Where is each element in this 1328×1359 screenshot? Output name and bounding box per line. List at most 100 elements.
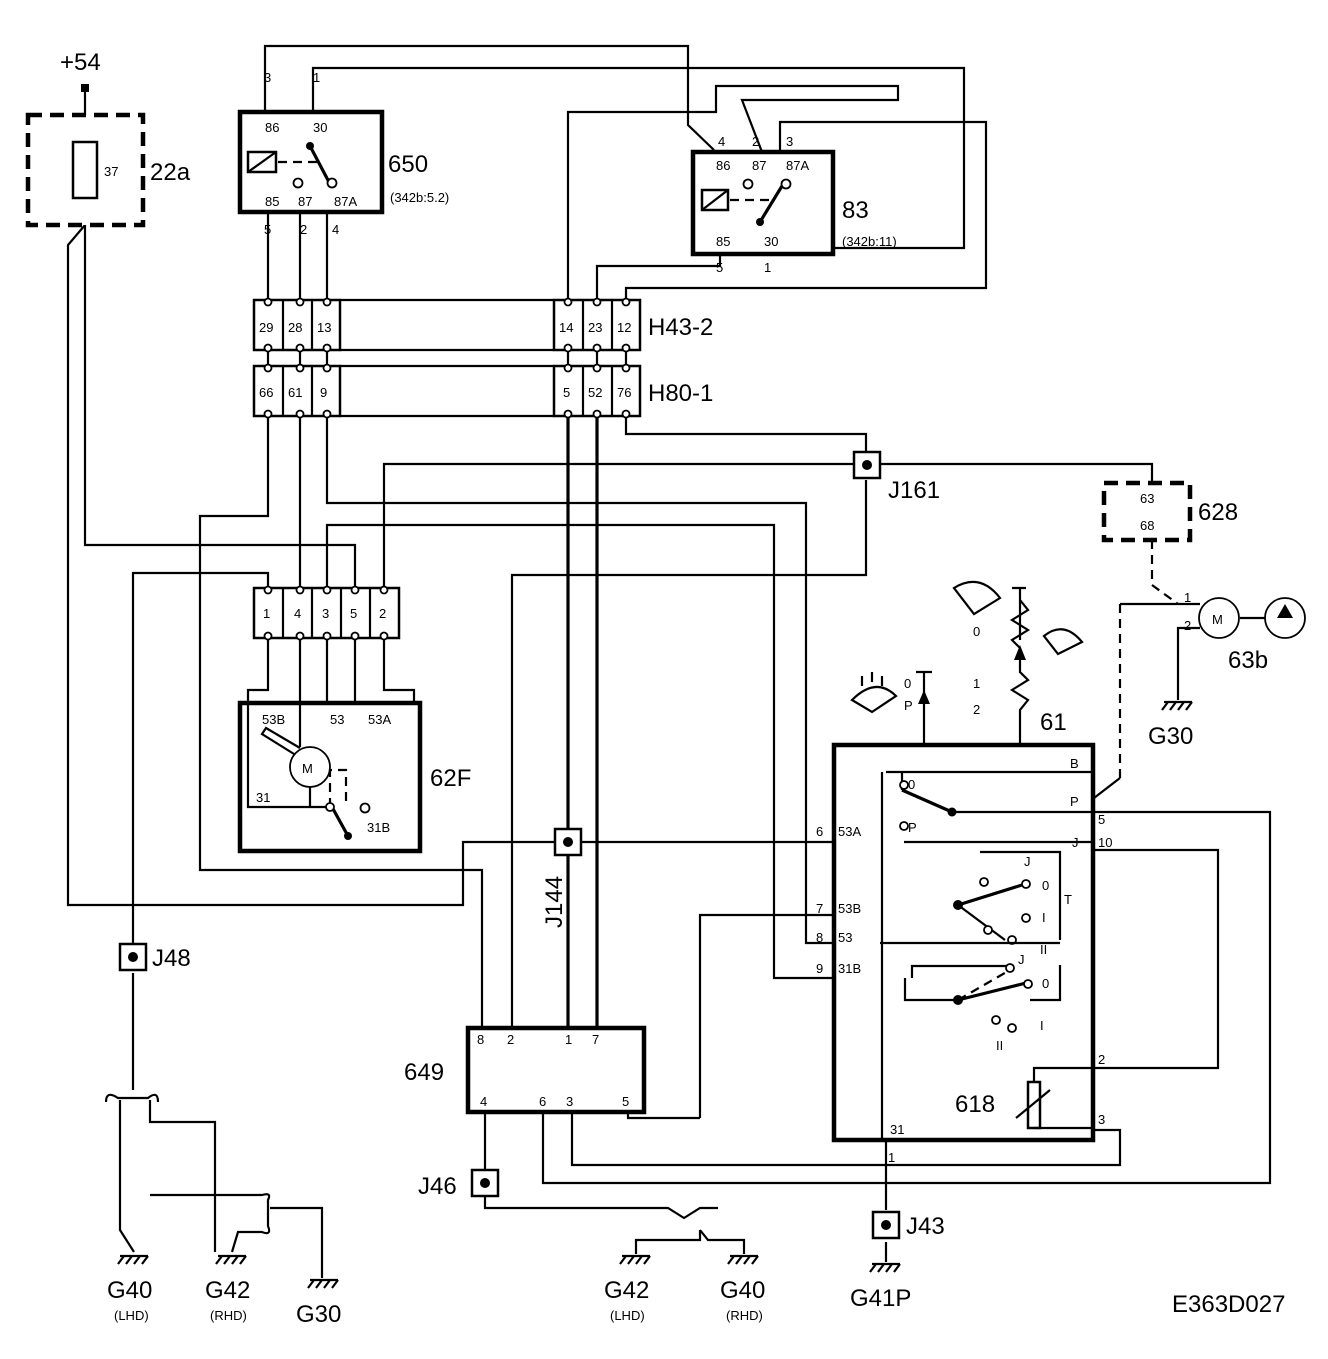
fuse-22a: +54 37 22a	[25, 49, 191, 228]
svg-text:1: 1	[565, 1032, 572, 1047]
h43-label: H43-2	[648, 314, 713, 341]
svg-text:53B: 53B	[838, 901, 861, 916]
svg-text:J144: J144	[541, 876, 568, 928]
wiper-fast-icon	[1042, 628, 1084, 656]
svg-text:II: II	[1040, 942, 1047, 957]
svg-text:0: 0	[904, 676, 911, 691]
junction-j161: J161	[852, 450, 940, 504]
switch-61-label: 61	[1040, 709, 1067, 736]
svg-text:G30: G30	[1148, 723, 1193, 750]
relay-650-label: 650	[388, 151, 428, 178]
junction-j144: J144	[541, 827, 583, 928]
svg-text:4: 4	[718, 134, 725, 149]
pump-63b-label: 63b	[1228, 647, 1268, 674]
ground-labels: G40 (LHD) G42 (RHD) G30 G42 (LHD) G40 (R…	[107, 723, 1193, 1328]
svg-text:G41P: G41P	[850, 1285, 911, 1312]
svg-text:8: 8	[816, 930, 823, 945]
svg-text:J48: J48	[152, 945, 191, 972]
module-628-label: 628	[1198, 499, 1238, 526]
svg-text:(342b:11): (342b:11)	[842, 234, 897, 249]
svg-text:87: 87	[752, 158, 766, 173]
svg-text:0: 0	[973, 624, 980, 639]
svg-text:66: 66	[259, 385, 273, 400]
connector-motor: 1 4 3 5 2	[252, 585, 401, 641]
fuse-label: 22a	[150, 159, 191, 186]
svg-text:13: 13	[317, 320, 331, 335]
svg-text:G42: G42	[604, 1277, 649, 1304]
svg-text:G40: G40	[720, 1277, 765, 1304]
svg-text:76: 76	[617, 385, 631, 400]
svg-text:I: I	[1040, 1018, 1044, 1033]
svg-text:0: 0	[1042, 878, 1049, 893]
svg-text:I: I	[1042, 910, 1046, 925]
svg-text:86: 86	[265, 120, 279, 135]
svg-text:3: 3	[1098, 1112, 1105, 1127]
svg-text:0: 0	[908, 777, 915, 792]
svg-text:P: P	[1070, 794, 1079, 809]
svg-text:P: P	[904, 698, 913, 713]
svg-text:53A: 53A	[838, 824, 861, 839]
svg-text:31: 31	[890, 1122, 904, 1137]
wiper-icon	[952, 580, 1002, 616]
drawing-id: E363D027	[1172, 1291, 1285, 1318]
svg-text:2: 2	[1098, 1052, 1105, 1067]
svg-text:6: 6	[539, 1094, 546, 1109]
svg-text:2: 2	[973, 702, 980, 717]
module-649: 8 2 1 7 4 6 3 5 649	[404, 1025, 647, 1115]
svg-text:29: 29	[259, 320, 273, 335]
svg-text:(RHD): (RHD)	[726, 1308, 763, 1323]
svg-text:(RHD): (RHD)	[210, 1308, 247, 1323]
svg-text:1: 1	[263, 606, 270, 621]
svg-text:86: 86	[716, 158, 730, 173]
svg-text:85: 85	[265, 194, 279, 209]
svg-text:5: 5	[716, 260, 723, 275]
svg-text:1: 1	[973, 676, 980, 691]
svg-text:(342b:5.2): (342b:5.2)	[390, 190, 449, 205]
pump-63b: M 1 2 63b	[1184, 590, 1306, 674]
svg-text:23: 23	[588, 320, 602, 335]
svg-text:7: 7	[816, 901, 823, 916]
svg-text:8: 8	[477, 1032, 484, 1047]
supply-label: +54	[60, 49, 101, 76]
svg-text:52: 52	[588, 385, 602, 400]
relay-83: 86 87 87A 85 30 4 2 3 5 1 83 (342b:11)	[690, 134, 897, 275]
module-628: 63 68 628	[1101, 480, 1238, 543]
svg-text:87A: 87A	[786, 158, 809, 173]
connector-h43-2: 29 28 13 14 23 12 H43-2	[252, 298, 713, 352]
svg-text:61: 61	[288, 385, 302, 400]
svg-text:B: B	[1070, 756, 1079, 771]
svg-text:87A: 87A	[334, 194, 357, 209]
connector-pin-marks	[263, 297, 631, 419]
relay-650: 86 30 85 87 87A 3 1 5 2 4 650 (342b:5.2)	[237, 70, 449, 237]
svg-text:31B: 31B	[838, 961, 861, 976]
svg-text:M: M	[302, 761, 313, 776]
washer-icon	[850, 685, 898, 714]
svg-text:2: 2	[752, 134, 759, 149]
svg-text:3: 3	[566, 1094, 573, 1109]
svg-text:1: 1	[888, 1150, 895, 1165]
svg-text:9: 9	[816, 961, 823, 976]
svg-text:5: 5	[264, 222, 271, 237]
svg-text:12: 12	[617, 320, 631, 335]
svg-text:G42: G42	[205, 1277, 250, 1304]
svg-text:J46: J46	[418, 1173, 457, 1200]
junction-j46: J46	[418, 1168, 500, 1200]
svg-text:G30: G30	[296, 1301, 341, 1328]
svg-text:30: 30	[764, 234, 778, 249]
svg-text:2: 2	[507, 1032, 514, 1047]
svg-text:5: 5	[622, 1094, 629, 1109]
svg-text:3: 3	[264, 70, 271, 85]
svg-text:10: 10	[1098, 835, 1112, 850]
svg-text:31: 31	[256, 790, 270, 805]
potentiometer-icon	[1026, 1080, 1042, 1130]
wires	[66, 44, 1272, 1278]
svg-text:28: 28	[288, 320, 302, 335]
svg-text:J: J	[1018, 952, 1025, 967]
svg-text:J161: J161	[888, 477, 940, 504]
svg-text:5: 5	[563, 385, 570, 400]
svg-text:J: J	[1024, 854, 1031, 869]
svg-text:5: 5	[350, 606, 357, 621]
svg-text:68: 68	[1140, 518, 1154, 533]
svg-text:4: 4	[332, 222, 339, 237]
